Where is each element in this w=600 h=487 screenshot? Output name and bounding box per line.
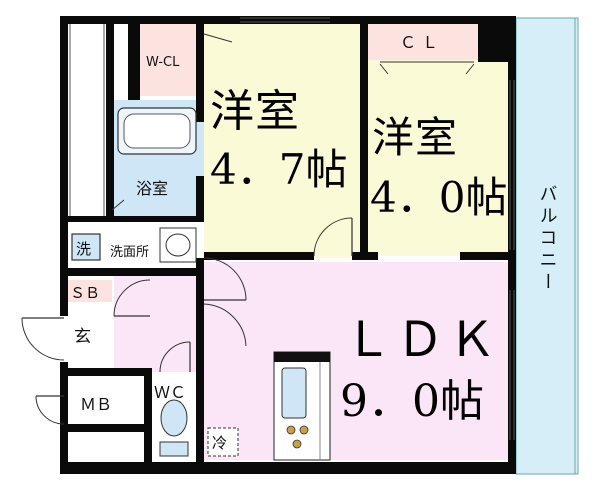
western-room-40-size: 4．0帖: [370, 173, 507, 222]
closet-label: ＣＬ: [400, 33, 444, 52]
ldk-size: 9．0帖: [340, 376, 484, 427]
fridge-space: [207, 427, 239, 457]
hallway-floor: [114, 276, 204, 372]
wash-basin-fixture: [159, 227, 197, 263]
toilet-label: ＷＣ: [154, 383, 186, 402]
walls: [60, 16, 516, 474]
kitchen-counter: [273, 351, 331, 461]
toilet-fixture: [159, 399, 189, 457]
western-room-40-label: 洋室: [372, 113, 458, 162]
ldk-label: ＬＤＫ: [344, 312, 500, 368]
shoe-box-label: ＳＢ: [70, 284, 100, 302]
ldk-floor: [204, 262, 508, 460]
balcony-area: [515, 17, 579, 475]
walk-in-closet-label: W-CL: [146, 55, 180, 70]
walk-in-closet-floor: [140, 24, 204, 96]
fridge-label: 冷: [212, 434, 227, 452]
western-room-47-size: 4．7帖: [210, 145, 347, 194]
entrance-floor: [68, 302, 112, 370]
washer-icon: [71, 233, 101, 261]
washroom-label: 洗面所: [110, 245, 149, 260]
washer-label: 洗: [76, 240, 91, 258]
doors: [21, 33, 475, 425]
western-room-47-label: 洋室: [210, 86, 300, 137]
balcony-label: バルコニー: [537, 184, 558, 294]
meter-box-label: ＭＢ: [80, 395, 112, 414]
western-room-47-floor: [204, 22, 360, 258]
entrance-label: 玄: [74, 327, 91, 347]
shoe-box-floor: [68, 280, 112, 302]
closet-floor: [368, 24, 478, 60]
bathtub-fixture: [117, 107, 197, 155]
western-room-40-floor: [368, 60, 508, 256]
windows: [69, 17, 515, 440]
meter-box-floor: [68, 376, 144, 428]
bath-label: 浴室: [136, 179, 168, 198]
